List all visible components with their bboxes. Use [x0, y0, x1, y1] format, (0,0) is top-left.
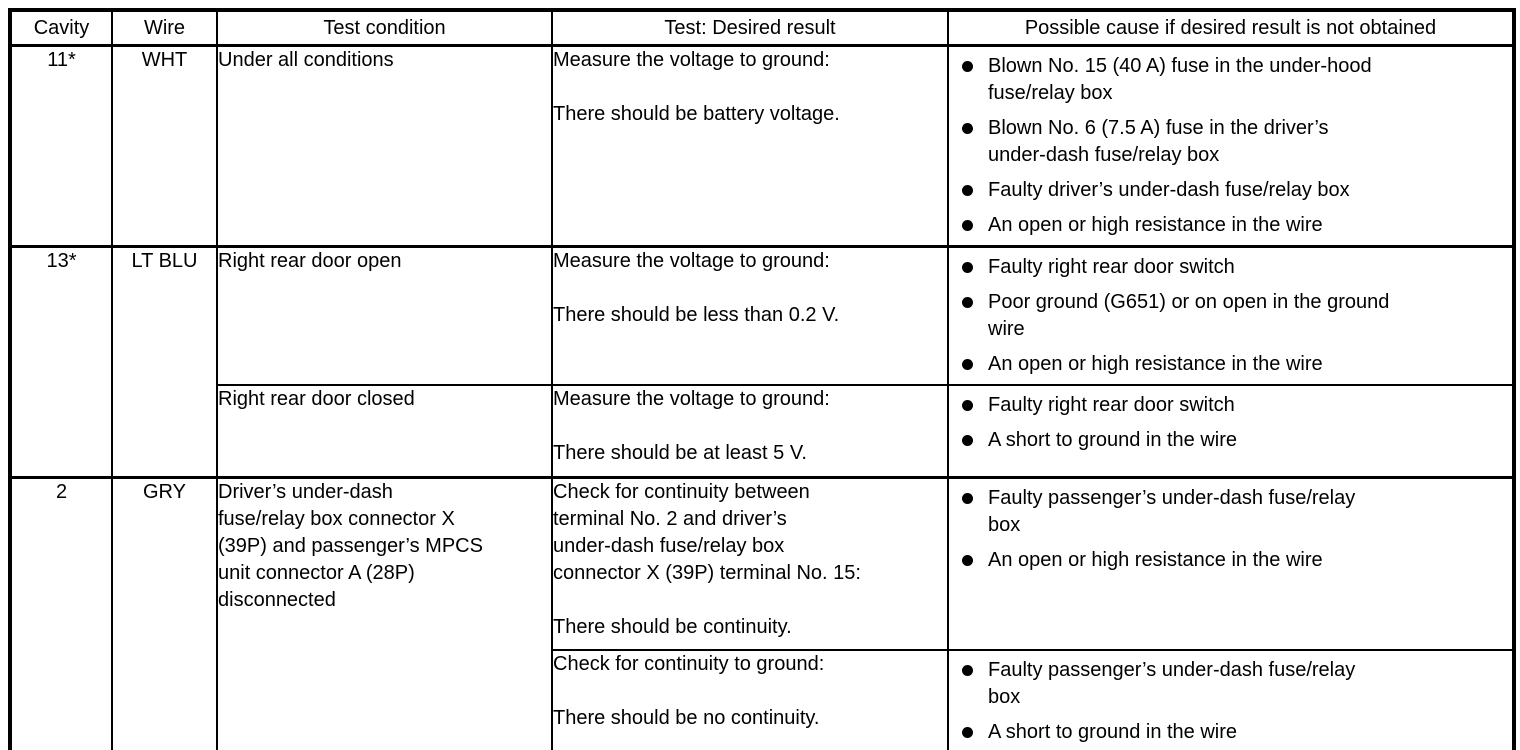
cause-text: Faulty passenger’s under-dash fuse/relay… — [988, 659, 1356, 708]
cause-item: Blown No. 15 (40 A) fuse in the under-ho… — [962, 53, 1506, 107]
test-result: There should be battery voltage. — [553, 103, 840, 125]
bullet-icon — [962, 435, 973, 446]
causes-list: Blown No. 15 (40 A) fuse in the under-ho… — [950, 49, 1512, 246]
col-header-desired-result: Test: Desired result — [551, 10, 949, 47]
causes-list: Faulty right rear door switch A short to… — [950, 387, 1512, 460]
bullet-icon — [962, 665, 973, 676]
condition-cell: Driver’s under-dash fuse/relay box conne… — [216, 475, 553, 750]
causes-list: Faulty right rear door switch Poor groun… — [950, 249, 1512, 384]
col-header-cavity: Cavity — [9, 10, 113, 47]
cause-text: A short to ground in the wire — [988, 721, 1238, 743]
col-header-test-condition: Test condition — [216, 10, 553, 47]
cause-item: An open or high resistance in the wire — [962, 212, 1506, 239]
cause-text: Faulty right rear door switch — [988, 256, 1235, 278]
bullet-icon — [962, 262, 973, 273]
bullet-icon — [962, 123, 973, 134]
col-header-possible-cause: Possible cause if desired result is not … — [947, 10, 1515, 47]
condition-cell: Under all conditions — [216, 44, 553, 247]
cause-item: Faulty passenger’s under-dash fuse/relay… — [962, 485, 1506, 539]
cavity-cell: 13* — [9, 245, 113, 477]
test-cell: Measure the voltage to ground: There sho… — [551, 44, 949, 247]
cause-item: An open or high resistance in the wire — [962, 547, 1506, 574]
test-instruction: Check for continuity to ground: — [553, 653, 825, 675]
cavity-cell: 2 — [9, 475, 113, 750]
test-cell: Check for continuity between terminal No… — [551, 475, 949, 650]
header-row: Cavity Wire Test condition Test: Desired… — [9, 10, 1515, 47]
causes-cell: Faulty passenger’s under-dash fuse/relay… — [947, 475, 1515, 650]
cause-text: Faulty driver’s under-dash fuse/relay bo… — [988, 179, 1350, 201]
condition-text: Right rear door open — [218, 250, 402, 272]
bullet-icon — [962, 400, 973, 411]
cause-text: An open or high resistance in the wire — [988, 353, 1323, 375]
condition-text: Under all conditions — [218, 49, 394, 71]
condition-text: Right rear door closed — [218, 388, 415, 410]
bullet-icon — [962, 185, 973, 196]
bullet-icon — [962, 554, 973, 566]
cavity-cell: 11* — [9, 44, 113, 247]
table-row-cavity-13-open: 13* LT BLU Right rear door open Measure … — [9, 245, 1515, 477]
causes-cell: Faulty right rear door switch Poor groun… — [947, 245, 1515, 385]
wire-cell: GRY — [111, 475, 218, 750]
cause-text: An open or high resistance in the wire — [988, 548, 1323, 571]
cause-item: Faulty right rear door switch — [962, 392, 1506, 419]
cause-item: Faulty right rear door switch — [962, 254, 1506, 281]
wire-cell: WHT — [111, 44, 218, 247]
bullet-icon — [962, 297, 973, 308]
test-result: There should be less than 0.2 V. — [553, 304, 840, 326]
causes-cell: Blown No. 15 (40 A) fuse in the under-ho… — [947, 44, 1515, 247]
cause-item: A short to ground in the wire — [962, 719, 1506, 746]
causes-cell: Faulty passenger’s under-dash fuse/relay… — [947, 649, 1515, 750]
bullet-icon — [962, 359, 973, 370]
test-instruction: Measure the voltage to ground: — [553, 49, 830, 71]
cause-item: A short to ground in the wire — [962, 427, 1506, 454]
table-row-cavity-11: 11* WHT Under all conditions Measure the… — [9, 44, 1515, 247]
col-header-wire: Wire — [111, 10, 218, 47]
bullet-icon — [962, 61, 973, 72]
causes-cell: Faulty right rear door switch A short to… — [947, 384, 1515, 477]
test-instruction: Measure the voltage to ground: — [553, 250, 830, 272]
troubleshooting-table: Cavity Wire Test condition Test: Desired… — [8, 8, 1516, 750]
test-result: There should be at least 5 V. — [553, 442, 807, 464]
bullet-icon — [962, 220, 973, 231]
test-result: There should be continuity. — [553, 615, 792, 638]
test-cell: Check for continuity to ground: There sh… — [551, 649, 949, 750]
cause-text: Faulty passenger’s under-dash fuse/relay… — [988, 486, 1356, 536]
cause-item: Faulty driver’s under-dash fuse/relay bo… — [962, 177, 1506, 204]
cause-text: Faulty right rear door switch — [988, 394, 1235, 416]
cause-text: An open or high resistance in the wire — [988, 214, 1323, 236]
test-instruction: Check for continuity between terminal No… — [553, 480, 861, 584]
cause-text: Poor ground (G651) or on open in the gro… — [988, 291, 1390, 340]
causes-list: Faulty passenger’s under-dash fuse/relay… — [950, 480, 1512, 580]
condition-text: Driver’s under-dash fuse/relay box conne… — [218, 480, 483, 611]
cause-text: A short to ground in the wire — [988, 429, 1238, 451]
test-instruction: Measure the voltage to ground: — [553, 388, 830, 410]
cause-text: Blown No. 6 (7.5 A) fuse in the driver’s… — [988, 117, 1329, 166]
bullet-icon — [962, 727, 973, 738]
cause-item: Poor ground (G651) or on open in the gro… — [962, 289, 1506, 343]
cause-item: Blown No. 6 (7.5 A) fuse in the driver’s… — [962, 115, 1506, 169]
cause-item: Faulty passenger’s under-dash fuse/relay… — [962, 657, 1506, 711]
test-cell: Measure the voltage to ground: There sho… — [551, 245, 949, 385]
cause-item: An open or high resistance in the wire — [962, 351, 1506, 378]
table-row-cavity-13-closed: Right rear door closed Measure the volta… — [10, 384, 1515, 477]
wire-cell: LT BLU — [111, 245, 218, 477]
test-cell: Measure the voltage to ground: There sho… — [551, 384, 949, 477]
table-row-cavity-2-between: 2 GRY Driver’s under-dash fuse/relay box… — [9, 475, 1515, 750]
table-row-cavity-2-ground: Check for continuity to ground: There sh… — [10, 649, 1515, 750]
condition-cell: Right rear door closed — [216, 384, 553, 477]
causes-list: Faulty passenger’s under-dash fuse/relay… — [950, 652, 1512, 750]
bullet-icon — [962, 492, 973, 504]
cause-text: Blown No. 15 (40 A) fuse in the under-ho… — [988, 55, 1372, 104]
test-result: There should be no continuity. — [553, 707, 820, 729]
condition-cell: Right rear door open — [216, 245, 553, 385]
